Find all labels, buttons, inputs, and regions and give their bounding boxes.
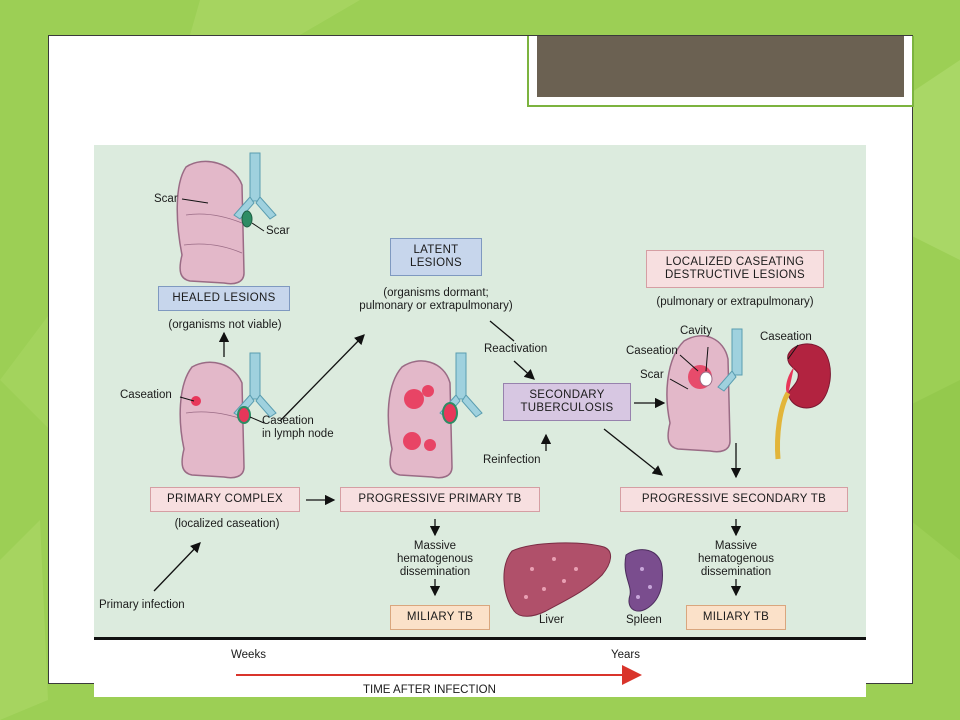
primary-complex-box: PRIMARY COMPLEX xyxy=(150,487,300,512)
caseation-kidney-label: Caseation xyxy=(760,331,812,343)
localized-caseating-box: LOCALIZED CASEATING DESTRUCTIVE LESIONS xyxy=(646,250,824,288)
localized-note: (pulmonary or extrapulmonary) xyxy=(656,296,814,308)
reactivation-label: Reactivation xyxy=(484,343,548,355)
healed-note: (organisms not viable) xyxy=(168,319,282,331)
lung-icon xyxy=(666,335,731,453)
massive-dissemination-right: Massive hematogenous dissemination xyxy=(681,540,791,579)
massive-left-line-1: Massive xyxy=(413,540,457,552)
timeline: Weeks Years TIME AFTER INFECTION xyxy=(94,637,866,697)
primary-complex-note: (localized caseation) xyxy=(174,518,280,530)
latent-note: (organisms dormant; pulmonary or extrapu… xyxy=(340,287,532,313)
latent-note-line-2: pulmonary or extrapulmonary) xyxy=(359,300,513,312)
lung-icon xyxy=(179,361,245,479)
reinfection-label: Reinfection xyxy=(483,454,541,466)
tuberculosis-progression-diagram: Scar Scar HEALED LESIONS (organisms not … xyxy=(94,145,866,697)
scar-label: Scar xyxy=(266,225,290,237)
spleen-label: Spleen xyxy=(626,614,662,626)
latent-note-line-1: (organisms dormant; xyxy=(383,287,489,299)
trachea-icon xyxy=(717,328,743,392)
localized-line-2: DESTRUCTIVE LESIONS xyxy=(665,269,805,281)
miliary-tb-box-right: MILIARY TB xyxy=(686,605,786,630)
diagram-graphics xyxy=(153,152,831,617)
timeline-start-label: Weeks xyxy=(231,649,266,661)
caseation-node-line-1: Caseation xyxy=(262,415,314,427)
progressive-primary-box: PROGRESSIVE PRIMARY TB xyxy=(340,487,540,512)
title-placeholder xyxy=(537,36,904,97)
caseation-node-label: Caseation in lymph node xyxy=(262,415,334,441)
secondary-line-2: TUBERCULOSIS xyxy=(520,402,614,414)
liver-icon xyxy=(503,542,611,617)
lymph-node-icon xyxy=(237,406,251,424)
massive-left-line-2: hematogenous xyxy=(396,553,474,565)
timeline-baseline xyxy=(94,637,866,640)
secondary-line-1: SECONDARY xyxy=(529,389,605,401)
latent-line-2: LESIONS xyxy=(410,257,462,269)
massive-right-line-3: dissemination xyxy=(700,566,772,578)
progressive-secondary-box: PROGRESSIVE SECONDARY TB xyxy=(620,487,848,512)
timeline-axis-label: TIME AFTER INFECTION xyxy=(363,684,496,696)
title-box xyxy=(527,36,914,107)
massive-right-line-1: Massive xyxy=(714,540,758,552)
lymph-node-icon xyxy=(241,210,253,228)
scar-secondary-label: Scar xyxy=(640,369,664,381)
primary-infection-label: Primary infection xyxy=(99,599,185,611)
massive-left-line-3: dissemination xyxy=(399,566,471,578)
cavity-label: Cavity xyxy=(680,325,712,337)
kidney-icon xyxy=(775,343,831,460)
liver-label: Liver xyxy=(539,614,564,626)
lung-icon xyxy=(176,160,245,285)
caseation-secondary-label: Caseation xyxy=(626,345,678,357)
scar-label: Scar xyxy=(154,193,178,205)
lung-icon xyxy=(387,360,453,479)
spleen-icon xyxy=(624,549,663,612)
caseation-label: Caseation xyxy=(120,389,172,401)
miliary-tb-box-left: MILIARY TB xyxy=(390,605,490,630)
trachea-icon xyxy=(233,152,277,220)
timeline-arrow xyxy=(236,665,642,685)
healed-lesions-box: HEALED LESIONS xyxy=(158,286,290,311)
massive-right-line-2: hematogenous xyxy=(697,553,775,565)
caseation-node-line-2: in lymph node xyxy=(262,428,334,440)
massive-dissemination-left: Massive hematogenous dissemination xyxy=(380,540,490,579)
latent-lesions-box: LATENT LESIONS xyxy=(390,238,482,276)
timeline-end-label: Years xyxy=(611,649,640,661)
secondary-tb-box: SECONDARY TUBERCULOSIS xyxy=(503,383,631,421)
lymph-node-icon xyxy=(442,402,458,424)
localized-line-1: LOCALIZED CASEATING xyxy=(665,256,805,268)
latent-line-1: LATENT xyxy=(413,244,459,256)
